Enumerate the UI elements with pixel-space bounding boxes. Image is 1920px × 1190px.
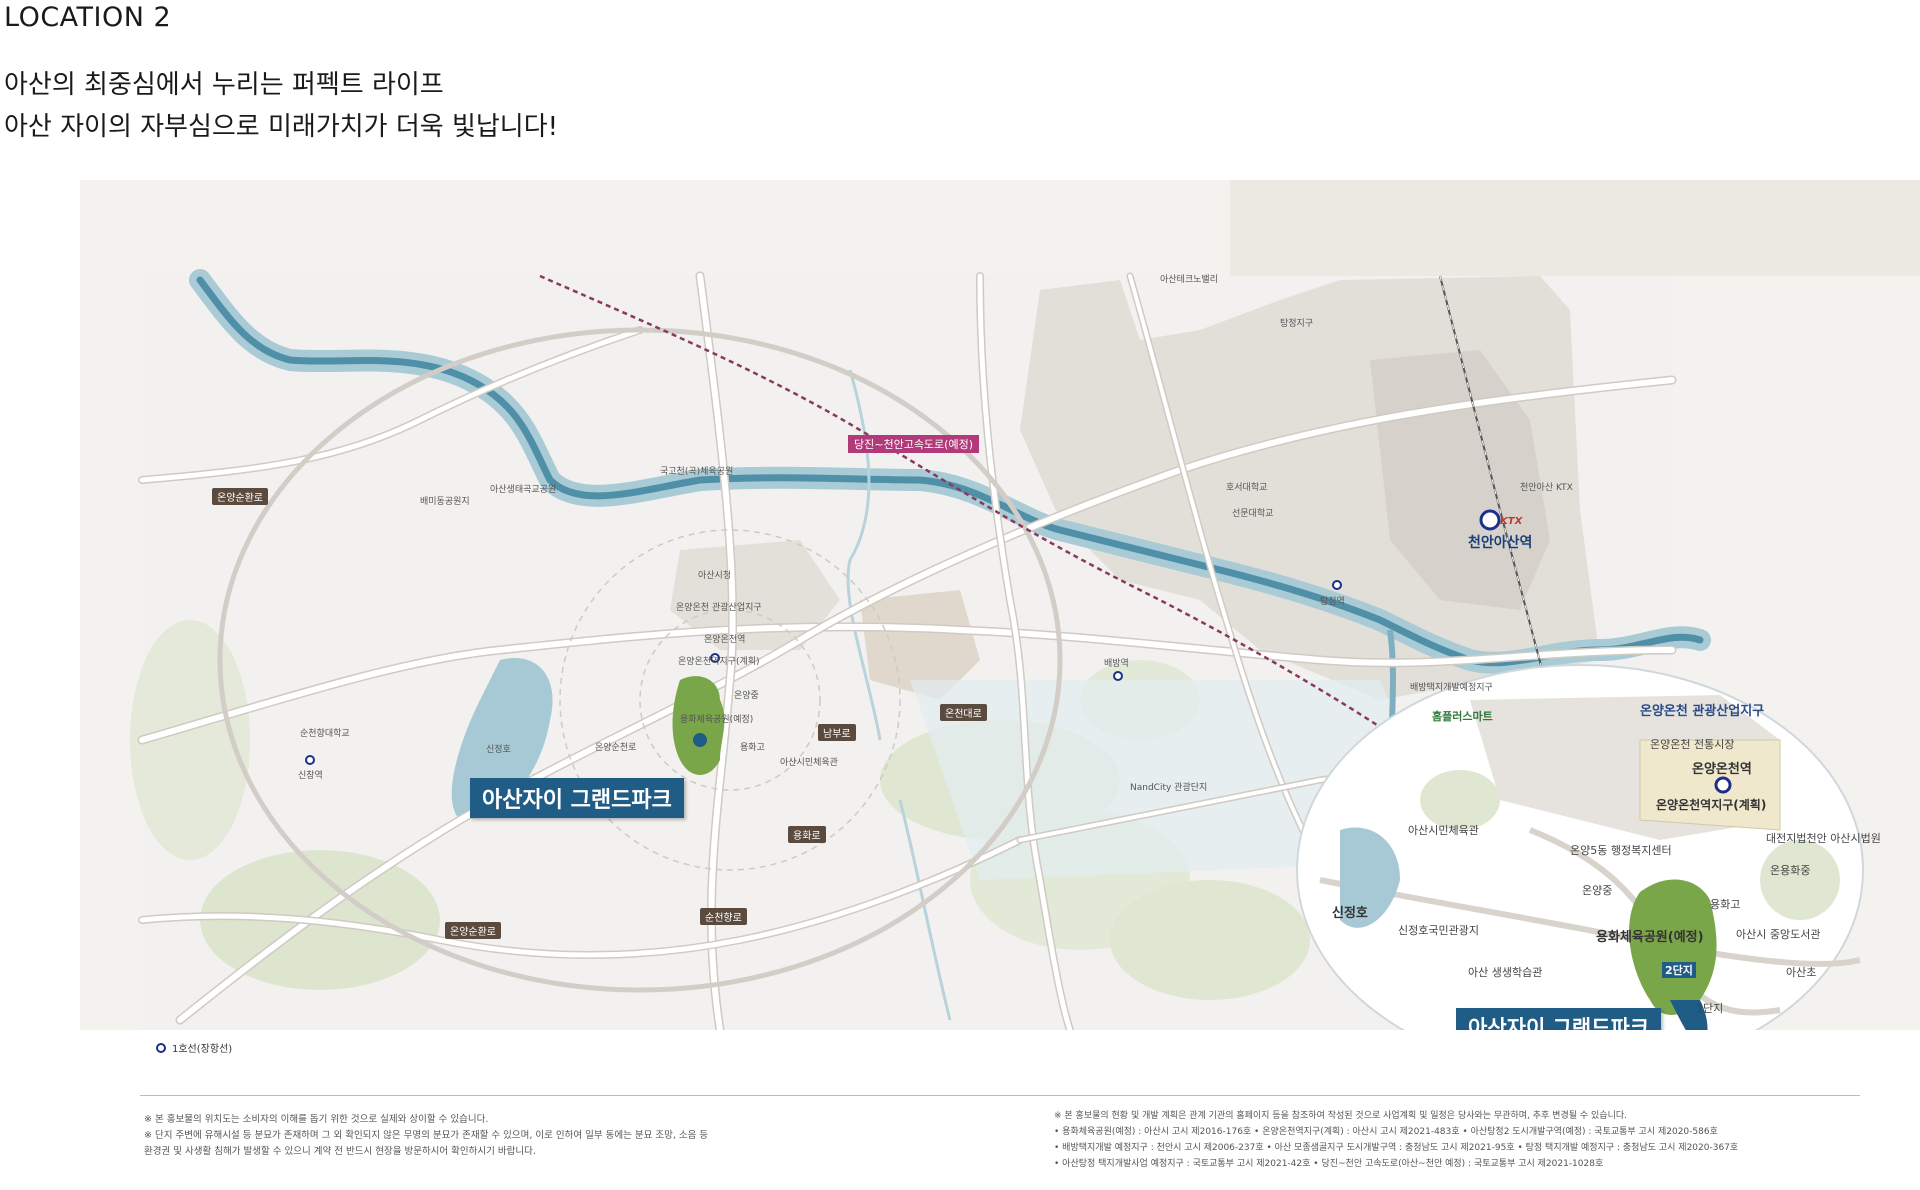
note-right-2: • 용화체육공원(예정) : 아산시 고시 제2016-176호 • 온양온천역…: [1054, 1127, 1718, 1137]
note-left-2: ※ 단지 주변에 유해시설 등 분묘가 존재하며 그 외 확인되지 않은 무명의…: [144, 1130, 709, 1141]
ktx-badge: KTX: [1500, 516, 1523, 527]
label-onyang-middle: 온양중: [734, 691, 759, 701]
note-left-3: 환경권 및 사생활 침해가 발생할 수 있으니 계약 전 반드시 현장을 방문하…: [144, 1146, 536, 1157]
inset-civic-gym: 아산시민체육관: [1408, 824, 1479, 837]
inset-traditional-market: 온양온천 전통시장: [1650, 738, 1735, 751]
label-asan-technovalley: 아산테크노밸리: [1160, 275, 1218, 285]
intro-text: 아산의 최중심에서 누리는 퍼펙트 라이프 아산 자이의 자부심으로 미래가치가…: [4, 64, 558, 148]
inset-central-library: 아산시 중앙도서관: [1736, 928, 1821, 941]
intro-line-2: 아산 자이의 자부심으로 미래가치가 더욱 빛납니다!: [4, 112, 559, 142]
road-tag-onyang-ring-south: 온양순환로: [445, 922, 501, 939]
notes-right: ※ 본 홍보물의 현황 및 개발 계획은 관계 기관의 홈페이지 등을 참조하여…: [1054, 1108, 1738, 1172]
note-right-3: • 배방택지개발 예정지구 : 천안시 고시 제2006-237호 • 아산 모…: [1054, 1143, 1739, 1153]
inset-tourism-district: 온양온천 관광산업지구: [1640, 704, 1765, 719]
label-cheonan-asan-ktx: 천안아산 KTX: [1520, 483, 1573, 493]
expressway-plan-tag: 당진~천안고속도로(예정): [848, 435, 979, 453]
inset-service-center: 온양5동 행정복지센터: [1570, 844, 1672, 857]
label-ecology-park: 아산생태곡교공원: [490, 485, 557, 495]
notes-left: ※ 본 홍보물의 위치도는 소비자의 이해를 돕기 위한 것으로 실제와 상이할…: [144, 1112, 708, 1160]
notes-divider: [140, 1095, 1860, 1096]
label-onyang-station: 온양온천역: [704, 635, 746, 645]
label-sinchang-station: 신창역: [298, 771, 323, 781]
page-heading: LOCATION 2: [4, 2, 172, 33]
label-tangjeong-station: 탕정역: [1320, 597, 1345, 607]
label-tangjeong-district: 탕정지구: [1280, 319, 1314, 329]
label-station-district: 온양온천역지구(계획): [678, 657, 760, 667]
label-sunmoon-univ: 선문대학교: [1232, 509, 1274, 519]
inset-complex-2: 2단지: [1662, 962, 1696, 978]
site-callout-inset: 아산자이 그랜드파크: [1456, 1008, 1662, 1030]
cheonan-asan-station-label: 천안아산역: [1468, 535, 1533, 551]
road-tag-yonghwa-ro: 용화로: [788, 826, 826, 843]
road-tag-nambu-ro: 남부로: [818, 724, 856, 741]
inset-onyang-station: 온양온천역: [1692, 762, 1752, 777]
label-nandcity: NandCity 관광단지: [1130, 783, 1208, 793]
note-left-1: ※ 본 홍보물의 위치도는 소비자의 이해를 돕기 위한 것으로 실제와 상이할…: [144, 1114, 489, 1125]
label-baemi-park: 배미동공원지: [420, 497, 470, 507]
inset-station-district: 온양온천역지구(계획): [1656, 798, 1767, 812]
inset-yonghwa-park: 용화체육공원(예정): [1596, 930, 1704, 945]
map-legend: 1호선(장항선): [156, 1040, 232, 1055]
inset-asan-elementary: 아산초: [1786, 966, 1817, 979]
inset-court: 대전지법천안 아산시법원: [1766, 832, 1881, 845]
label-sinjeong-lake: 신정호: [486, 745, 511, 755]
label-civic-gym: 아산시민체육관: [780, 758, 838, 768]
site-callout-main: 아산자이 그랜드파크: [470, 778, 684, 818]
note-right-1: ※ 본 홍보물의 현황 및 개발 계획은 관계 기관의 홈페이지 등을 참조하여…: [1054, 1111, 1628, 1121]
label-yonghwa-park: 용화체육공원(예정): [680, 715, 754, 725]
label-asan-city-hall: 아산시청: [698, 571, 732, 581]
label-baebang-development: 배방택지개발예정지구: [1410, 683, 1493, 693]
inset-yonghwa-middle: 온용화중: [1770, 864, 1811, 877]
intro-line-1: 아산의 최중심에서 누리는 퍼펙트 라이프: [4, 70, 444, 100]
legend-label: 1호선(장항선): [172, 1044, 233, 1055]
label-yonghwa-high: 용화고: [740, 743, 765, 753]
road-tag-suncheonhyang-ro: 순천향로: [700, 908, 747, 925]
road-tag-oncheon-daero: 온천대로: [940, 704, 987, 721]
inset-complex-1: 1단지: [1696, 1002, 1724, 1015]
inset-tourist-site: 신정호국민관광지: [1398, 924, 1479, 937]
label-hoseo-univ: 호서대학교: [1226, 483, 1268, 493]
inset-sinjeong-lake: 신정호: [1332, 906, 1368, 921]
label-soonchunhyang-univ: 순천향대학교: [300, 729, 350, 739]
inset-learning-center: 아산 생생학습관: [1468, 966, 1543, 979]
inset-onyang-middle: 온양중: [1582, 884, 1613, 897]
location-map: 당진~천안고속도로(예정) 온양순환로 온양순환로 온천대로 남부로 순천향로 …: [80, 180, 1920, 1030]
line1-station-icon: [156, 1042, 166, 1053]
label-tourism-district: 온양온천 관광산업지구: [676, 603, 762, 613]
inset-yonghwa-high: 용화고: [1710, 898, 1741, 911]
label-baebang-station: 배방역: [1104, 659, 1129, 669]
map-drawing: [80, 180, 1920, 1030]
inset-homeplus-label: 홈플러스마트: [1432, 710, 1493, 723]
road-tag-onyang-ring-west: 온양순환로: [212, 488, 268, 505]
note-right-4: • 아산탕정 택지개발사업 예정지구 : 국토교통부 고시 제2021-42호 …: [1054, 1159, 1604, 1169]
label-gokgyo-park: 국고천(곡)체육공원: [660, 467, 734, 477]
label-onyang-suncheon-ro: 온양순천로: [595, 743, 637, 753]
